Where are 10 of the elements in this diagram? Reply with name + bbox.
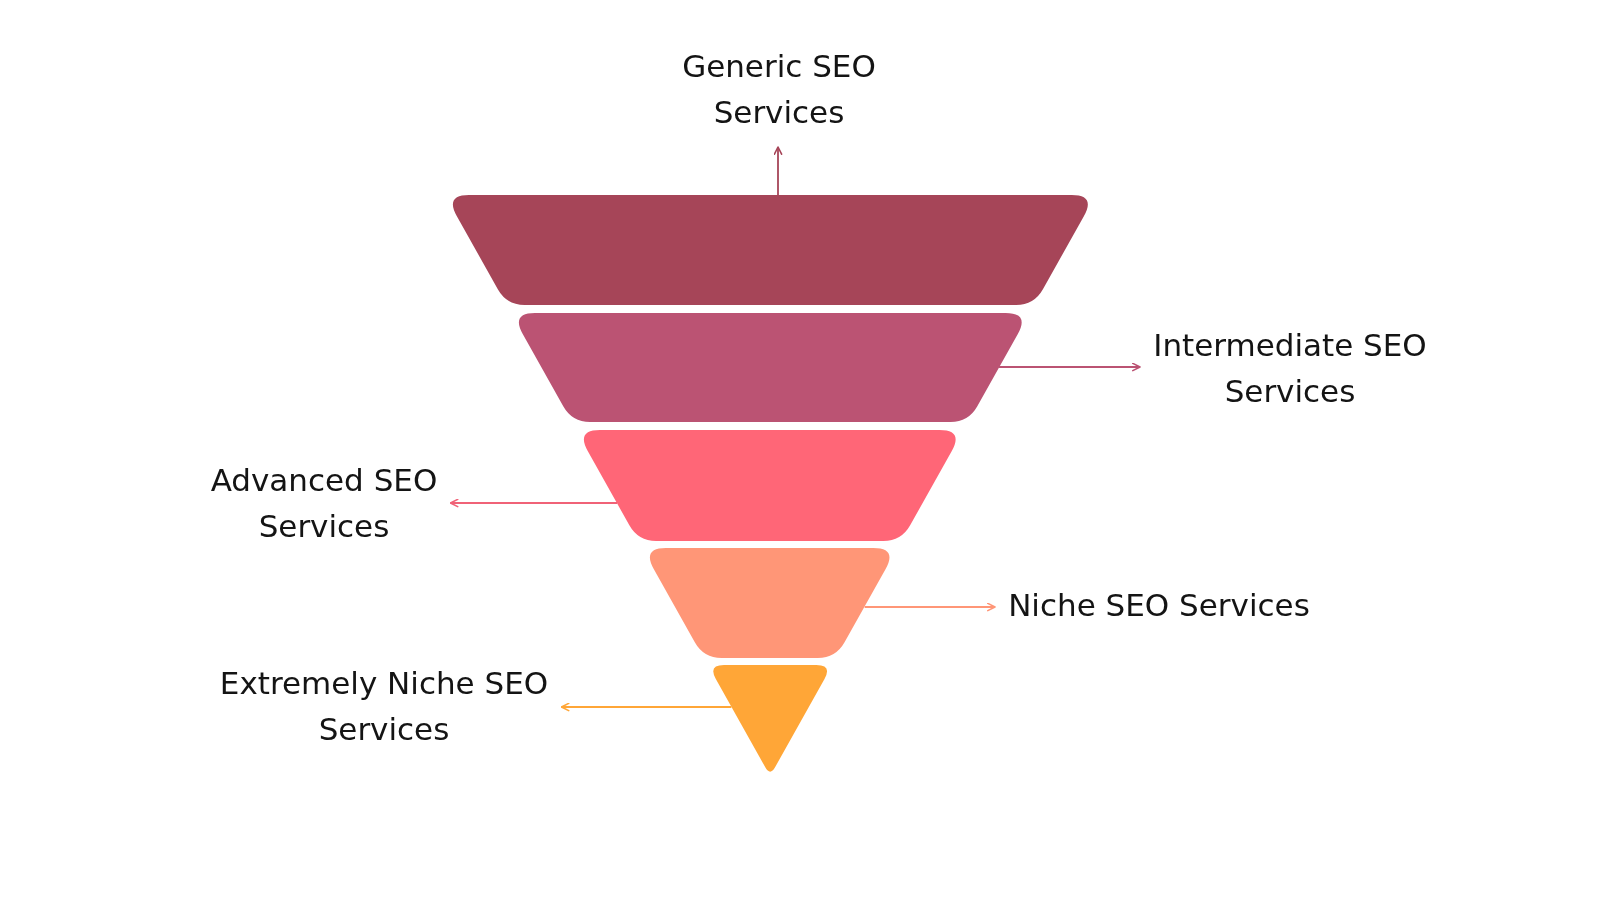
tier-label: Generic SEO Services: [681, 43, 877, 135]
arrow: [998, 362, 1141, 372]
tier-label: Niche SEO Services: [1007, 582, 1311, 628]
tier-label: Advanced SEO Services: [209, 457, 439, 549]
arrow: [560, 702, 733, 712]
tier-label: Intermediate SEO Services: [1152, 322, 1428, 414]
tier-label: Extremely Niche SEO Services: [218, 660, 550, 752]
arrow: [449, 498, 618, 508]
arrow: [863, 602, 996, 612]
arrow: [773, 146, 783, 196]
